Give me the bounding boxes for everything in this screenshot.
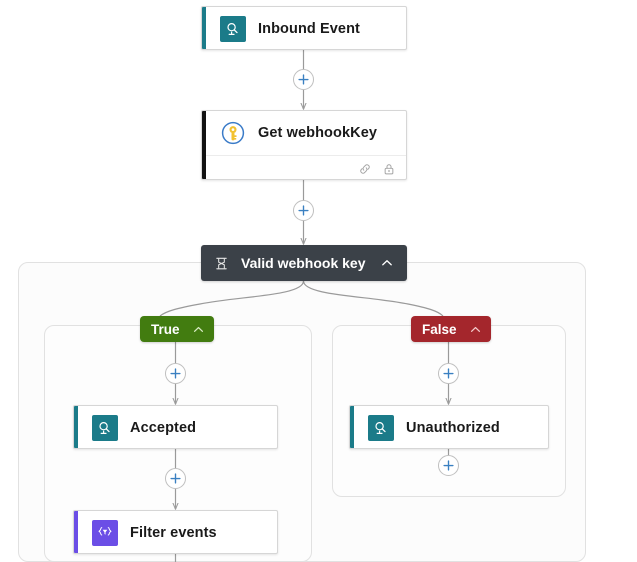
node-footer xyxy=(202,155,406,179)
node-title: Get webhookKey xyxy=(258,125,378,141)
branch-label: False xyxy=(422,321,457,337)
node-unauthorized[interactable]: Unauthorized xyxy=(349,405,549,449)
node-accent-bar xyxy=(74,406,78,448)
add-step-button[interactable] xyxy=(293,69,314,90)
node-accent-bar xyxy=(202,111,206,179)
node-header: Inbound Event xyxy=(202,7,406,49)
response-icon xyxy=(92,415,118,441)
node-header: Accepted xyxy=(74,406,277,448)
condition-icon xyxy=(213,255,229,271)
node-header: Get webhookKey xyxy=(202,111,406,155)
node-condition-valid-webhook-key[interactable]: Valid webhook key xyxy=(201,245,407,281)
node-accepted[interactable]: Accepted xyxy=(73,405,278,449)
add-step-button[interactable] xyxy=(293,200,314,221)
node-accent-bar xyxy=(350,406,354,448)
branch-badge-true[interactable]: True xyxy=(140,316,214,342)
branch-badge-false[interactable]: False xyxy=(411,316,491,342)
filter-array-icon xyxy=(92,520,118,546)
condition-title: Valid webhook key xyxy=(241,255,366,271)
response-icon xyxy=(368,415,394,441)
add-step-button[interactable] xyxy=(438,455,459,476)
node-inbound-event[interactable]: Inbound Event xyxy=(201,6,407,50)
node-title: Inbound Event xyxy=(258,21,360,37)
link-icon[interactable] xyxy=(358,162,372,176)
node-header: Unauthorized xyxy=(350,406,548,448)
add-step-button[interactable] xyxy=(165,468,186,489)
node-title: Unauthorized xyxy=(406,420,500,436)
node-accent-bar xyxy=(74,511,78,553)
add-step-button[interactable] xyxy=(165,363,186,384)
branch-label: True xyxy=(151,321,180,337)
node-title: Accepted xyxy=(130,420,197,436)
lock-icon[interactable] xyxy=(382,162,396,176)
node-title: Filter events xyxy=(130,525,217,541)
node-filter-events[interactable]: Filter events xyxy=(73,510,278,554)
add-step-button[interactable] xyxy=(438,363,459,384)
key-vault-icon xyxy=(220,120,246,146)
node-accent-bar xyxy=(202,7,206,49)
request-trigger-icon xyxy=(220,16,246,42)
chevron-up-icon[interactable] xyxy=(379,255,395,271)
node-get-webhookkey[interactable]: Get webhookKey xyxy=(201,110,407,180)
chevron-up-icon[interactable] xyxy=(469,322,483,336)
chevron-up-icon[interactable] xyxy=(192,322,206,336)
node-header: Filter events xyxy=(74,511,277,553)
